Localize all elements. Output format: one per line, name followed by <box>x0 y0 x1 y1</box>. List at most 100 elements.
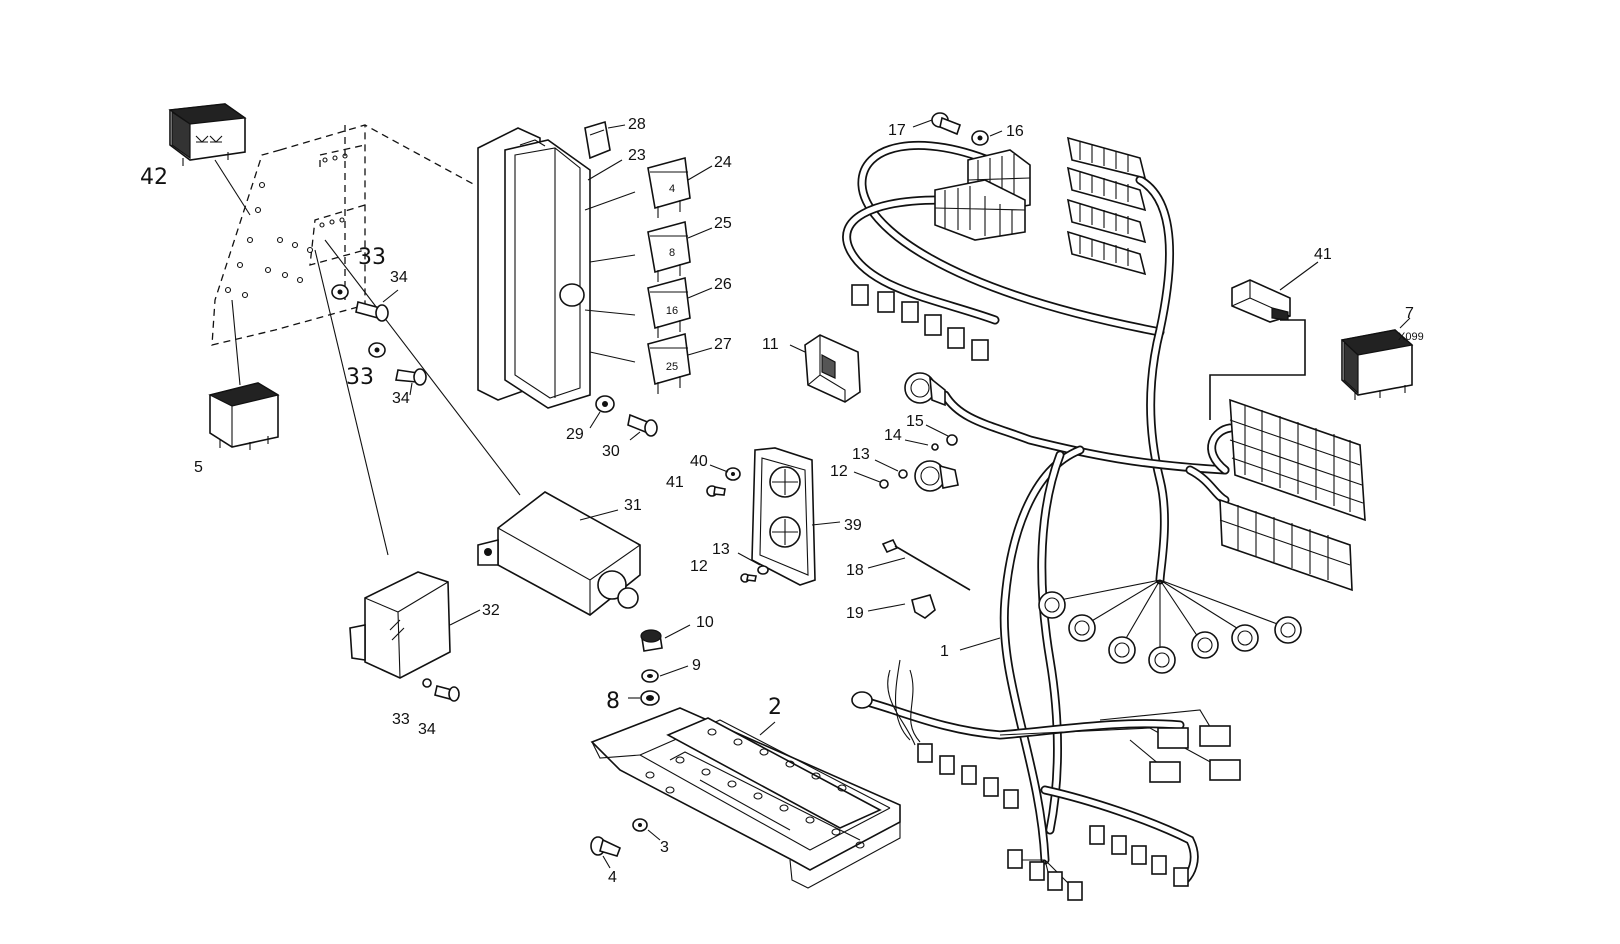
label-8: 8 <box>606 689 620 714</box>
label-9: 9 <box>692 657 701 674</box>
nut-15 <box>946 434 958 446</box>
connector-blocks-top <box>934 149 1031 241</box>
screw-17 <box>931 112 961 136</box>
screw-30 <box>627 413 658 437</box>
small-connectors-upper <box>851 284 989 361</box>
label-11: 11 <box>762 336 779 353</box>
leader-16 <box>989 130 1003 137</box>
relay-7-code: X099 <box>1398 331 1424 343</box>
round-connector-lower <box>914 460 959 492</box>
cable-tie-18 <box>881 538 971 591</box>
small-connectors-bottom <box>917 725 1241 901</box>
leader-32-label <box>449 609 481 626</box>
leader-2 <box>759 721 776 736</box>
fuse-24: 4 <box>647 156 691 218</box>
screw-34-upper <box>355 301 389 322</box>
screw-34-bottom <box>434 685 460 702</box>
connector-41 <box>1231 279 1291 323</box>
label-27: 27 <box>714 336 732 353</box>
screw-41-plate <box>706 485 726 497</box>
label-32: 32 <box>482 602 500 619</box>
label-2: 2 <box>768 695 782 720</box>
clip-19 <box>911 594 936 619</box>
washer-13-plate <box>757 565 769 575</box>
washer-13 <box>898 469 908 479</box>
leaders-29-30 <box>589 411 641 441</box>
screw-4 <box>590 836 622 857</box>
circular-connectors-row <box>1038 591 1302 674</box>
nut-8 <box>640 690 660 706</box>
label-12a: 12 <box>830 463 848 480</box>
fuse-box-23 <box>477 127 591 409</box>
leader-18 <box>867 557 906 569</box>
relay-7 <box>1340 329 1414 400</box>
connector-block-large-1 <box>1229 398 1366 522</box>
fuse-27: 25 <box>647 332 691 394</box>
leader-40 <box>709 464 729 473</box>
label-10: 10 <box>696 614 714 631</box>
label-12b: 12 <box>690 558 708 575</box>
label-24: 24 <box>714 154 732 171</box>
leader-41 <box>1279 261 1319 291</box>
label-5: 5 <box>194 459 203 476</box>
washer-33-bottom <box>422 678 432 688</box>
label-34b: 34 <box>392 390 410 407</box>
fuse-25-rating: 8 <box>669 247 675 259</box>
leader-34a <box>382 289 399 303</box>
label-4: 4 <box>608 869 617 886</box>
leader-5 <box>231 299 241 386</box>
label-40: 40 <box>690 453 708 470</box>
plate-39 <box>751 447 816 586</box>
washer-3 <box>632 818 648 832</box>
label-34c: 34 <box>418 721 436 738</box>
label-30: 30 <box>602 443 620 460</box>
leader-3 <box>647 829 661 841</box>
label-41b: 41 <box>1314 246 1332 263</box>
leader-1 <box>959 637 1001 651</box>
leader-42 <box>214 159 251 216</box>
cap-10 <box>640 629 663 652</box>
leader-9 <box>659 665 689 677</box>
washer-33-lower <box>368 342 386 358</box>
washer-29 <box>595 395 615 413</box>
leader-11 <box>789 344 806 353</box>
label-19: 19 <box>846 605 864 622</box>
leader-7 <box>1399 317 1411 329</box>
fuse-24-rating: 4 <box>669 183 675 195</box>
label-42: 42 <box>140 165 168 190</box>
label-33a: 33 <box>358 245 386 270</box>
screw-12-plate <box>740 573 757 583</box>
round-connector-upper <box>904 372 946 407</box>
connector-strips-right <box>1066 136 1147 276</box>
leader-31-label <box>579 509 619 521</box>
leader-17 <box>912 119 933 128</box>
washer-14 <box>931 443 939 451</box>
label-34a: 34 <box>390 269 408 286</box>
leader-19 <box>867 603 906 612</box>
label-29: 29 <box>566 426 584 443</box>
fuse-26: 16 <box>647 276 691 338</box>
label-13a: 13 <box>852 446 870 463</box>
label-23: 23 <box>628 147 646 164</box>
washer-16 <box>971 130 989 146</box>
fuse-25: 8 <box>647 220 691 282</box>
label-26: 26 <box>714 276 732 293</box>
label-41a: 41 <box>666 474 684 491</box>
label-18: 18 <box>846 562 864 579</box>
leader-4 <box>602 855 611 869</box>
leader-31 <box>324 239 521 496</box>
bracket-2 <box>590 707 901 889</box>
clip-28 <box>584 120 611 160</box>
label-39: 39 <box>844 517 862 534</box>
wiring-harness-1 <box>842 140 1306 886</box>
leader-13-plate <box>737 552 761 566</box>
leader-10 <box>664 624 691 639</box>
relay-42 <box>168 103 247 166</box>
leaders-12-15 <box>853 424 949 483</box>
label-3: 3 <box>660 839 669 856</box>
leader-39 <box>811 521 841 526</box>
relay-5 <box>208 382 280 450</box>
label-13b: 13 <box>712 541 730 558</box>
label-17: 17 <box>888 122 906 139</box>
